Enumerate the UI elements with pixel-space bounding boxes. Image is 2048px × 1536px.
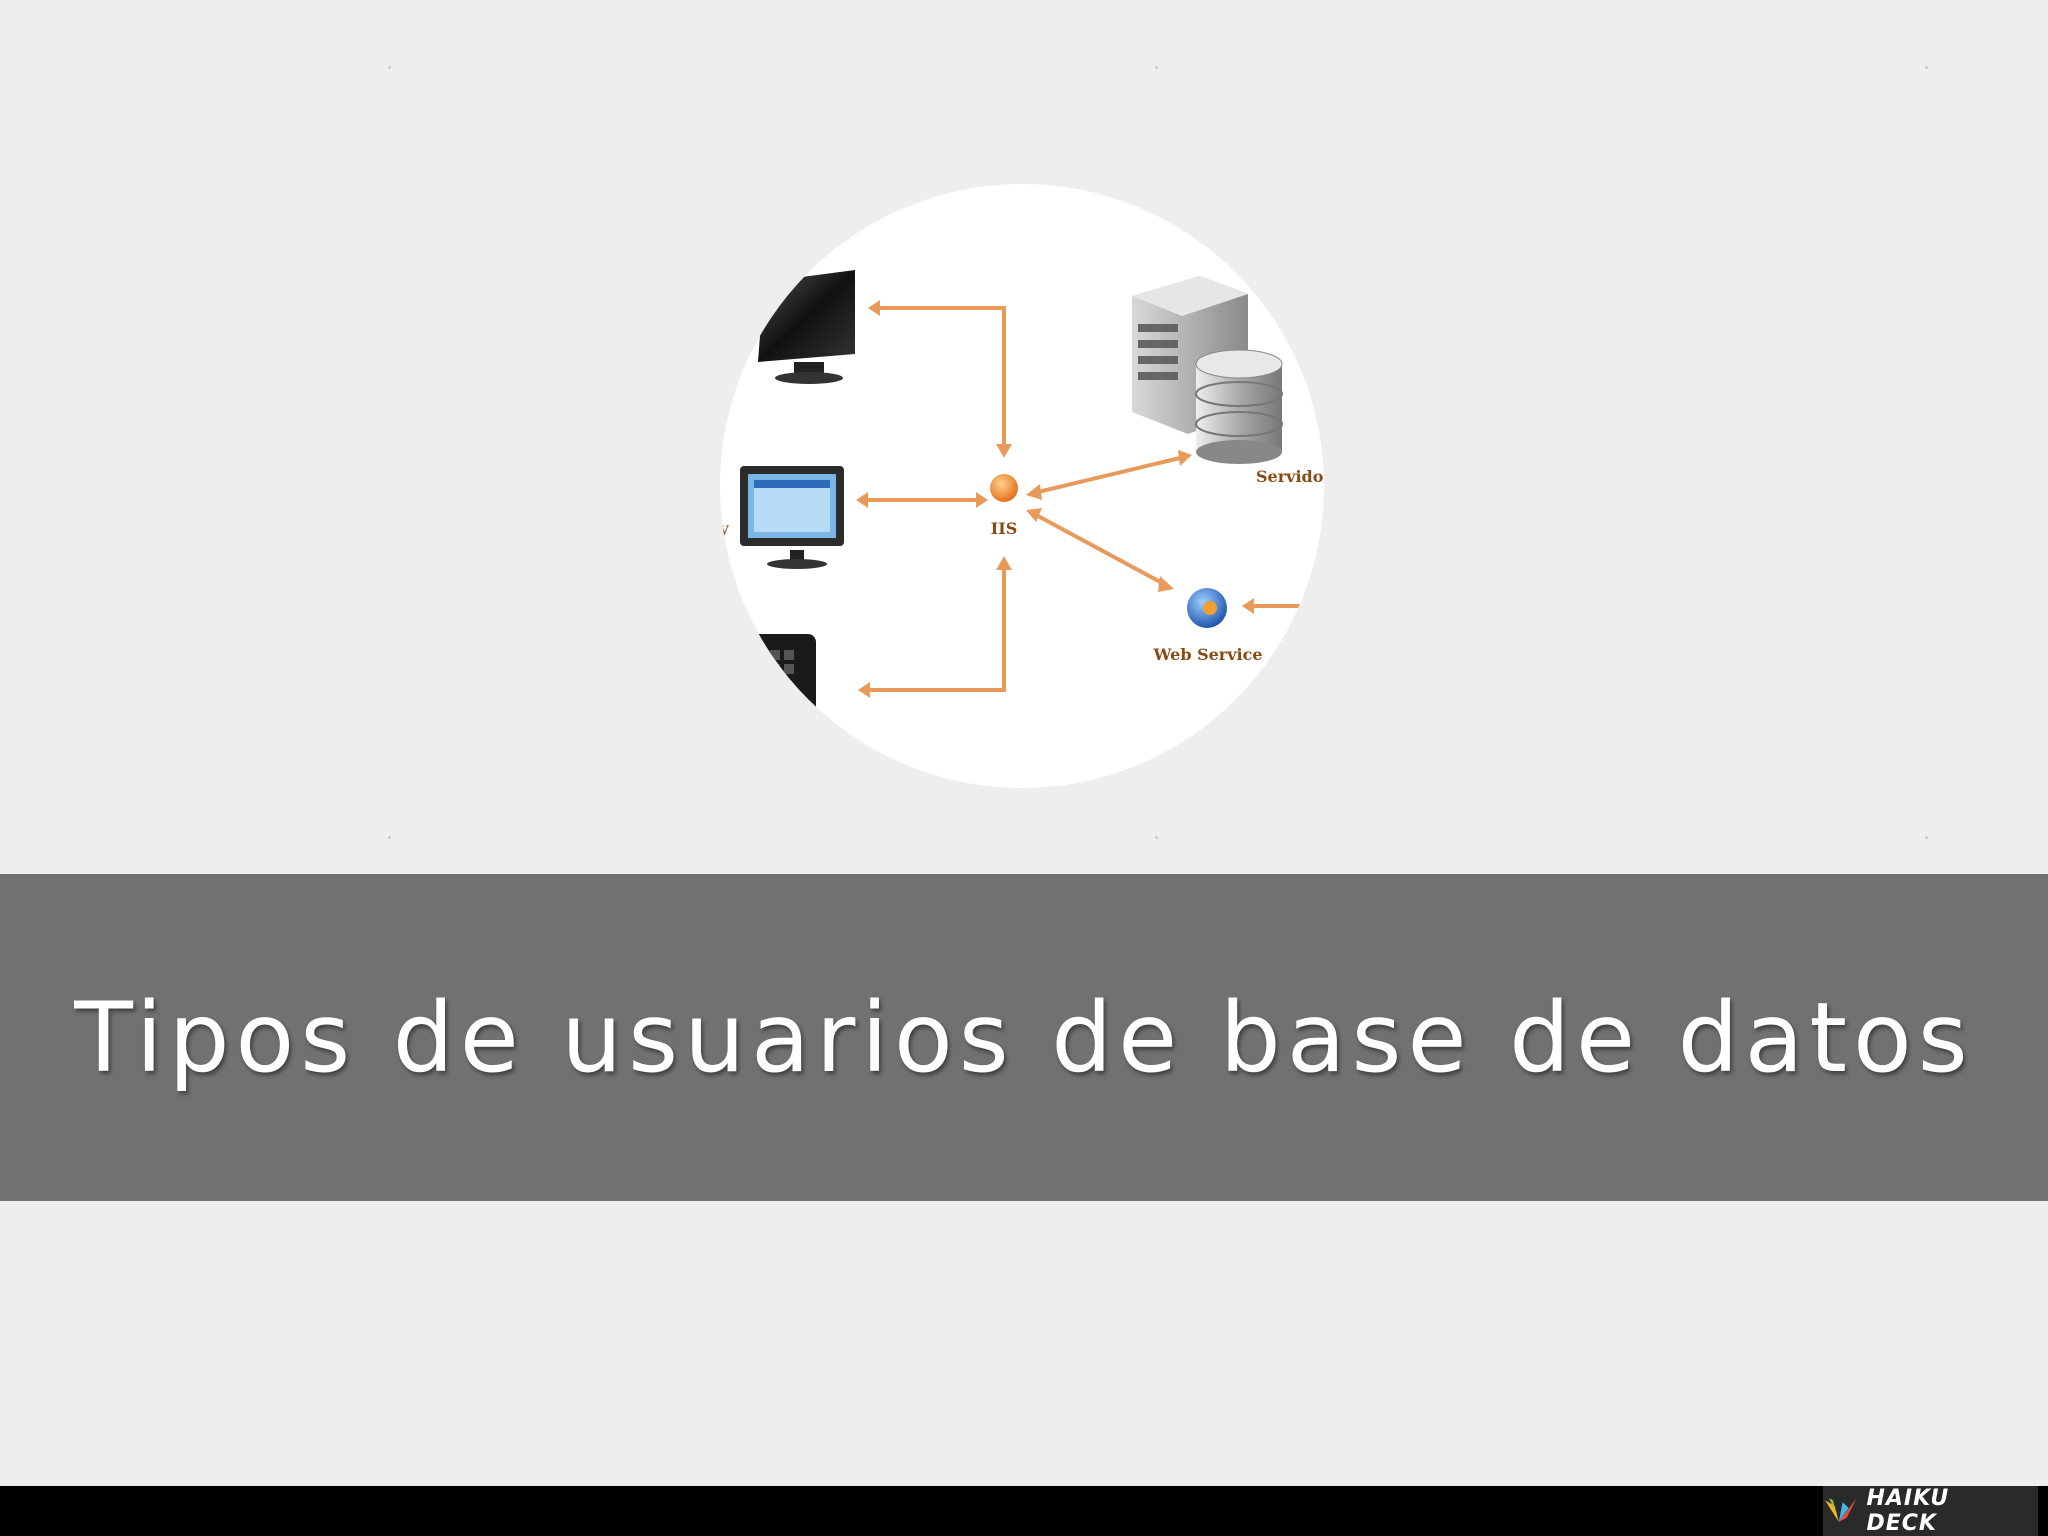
paper-dot <box>1155 836 1158 839</box>
paper-dot <box>1155 66 1158 69</box>
connection-arrows <box>868 306 1310 692</box>
slide-title: Tipos de usuarios de base de datos <box>74 981 1974 1094</box>
brand-label: HAIKU DECK <box>1866 1486 1950 1536</box>
paper-dot <box>1925 66 1928 69</box>
iis-node-icon <box>990 474 1018 502</box>
network-diagram: y <box>720 270 1324 718</box>
haiku-deck-logo-icon <box>1824 1498 1857 1522</box>
database-icon <box>1195 349 1283 464</box>
haiku-deck-brand[interactable]: HAIKU DECK <box>1823 1486 2038 1536</box>
left-node-fragment-label: y <box>720 519 729 538</box>
title-band: Tipos de usuarios de base de datos <box>0 874 2048 1201</box>
web-service-label: Web Service <box>1152 645 1262 664</box>
monitor-middle-icon <box>740 466 844 569</box>
monitor-top-icon <box>758 270 855 384</box>
web-service-icon <box>1187 588 1227 628</box>
arrow-heads <box>856 300 1254 698</box>
paper-dot <box>388 66 391 69</box>
tablet-icon <box>744 634 816 718</box>
diagram-circle: y <box>720 184 1324 788</box>
paper-dot <box>1925 836 1928 839</box>
server-label: Servidor <box>1256 467 1324 486</box>
paper-dot <box>388 836 391 839</box>
iis-label: IIS <box>991 519 1018 538</box>
footer-bar: HAIKU DECK <box>0 1486 2048 1536</box>
